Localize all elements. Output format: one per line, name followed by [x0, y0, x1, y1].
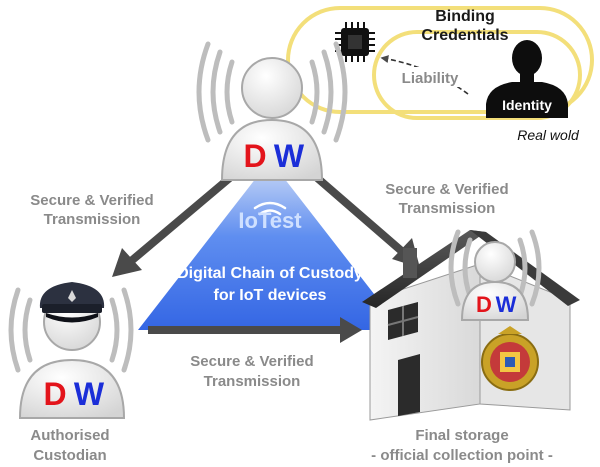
- storage-dw-letter-w: W: [496, 292, 517, 317]
- center-line2: for IoT devices: [214, 287, 327, 304]
- identity-silhouette-icon: [486, 40, 568, 118]
- center-line1: Digital Chain of Custody: [177, 265, 363, 282]
- binding-loop-inner: [372, 30, 582, 120]
- transmission-left-line2: Transmission: [44, 211, 141, 228]
- police-emblem-icon: [481, 326, 539, 391]
- custodian-signal-waves-icon: [8, 287, 134, 373]
- iotest-brand: IoTest: [238, 208, 302, 233]
- chip-icon: [335, 22, 375, 62]
- transmission-right-line1: Secure & Verified: [385, 181, 508, 198]
- storage-label-line1: Final storage: [415, 427, 508, 444]
- top-signal-waves-icon: [196, 41, 348, 143]
- house-window-icon: [387, 302, 419, 340]
- top-dw-letter-d: D: [243, 138, 266, 174]
- transmission-bottom-line2: Transmission: [204, 373, 301, 390]
- liability-label: Liability: [402, 70, 459, 87]
- liability-label-bg: [393, 67, 467, 87]
- bottom-arrow: [148, 317, 362, 343]
- house-door-icon: [398, 354, 420, 416]
- custodian-dw-letter-d: D: [43, 376, 66, 412]
- storage-dw-letter-d: D: [476, 292, 492, 317]
- storage-label-line2: - official collection point -: [371, 447, 553, 464]
- storage-signal-waves-icon: [448, 229, 542, 307]
- custodian-label-line2: Custodian: [33, 447, 106, 464]
- left-arrow: [112, 172, 235, 277]
- top-dw-device: D W: [196, 41, 348, 181]
- real-world-label: Real wold: [517, 127, 580, 143]
- binding-credentials-group: Binding Credentials Liability Identity R…: [286, 6, 594, 143]
- binding-loop-outer: [286, 6, 594, 114]
- custodian-dw-letter-w: W: [74, 376, 105, 412]
- transmission-left-line1: Secure & Verified: [30, 192, 153, 209]
- wifi-icon: [253, 201, 287, 216]
- liability-arrow: [380, 55, 469, 95]
- custodian-label-line1: Authorised: [30, 427, 109, 444]
- binding-title-line2: Credentials: [421, 27, 508, 44]
- top-dw-letter-w: W: [274, 138, 305, 174]
- binding-title-line1: Binding: [435, 8, 495, 25]
- transmission-bottom-line1: Secure & Verified: [190, 353, 313, 370]
- identity-label: Identity: [502, 97, 552, 113]
- final-storage-house: D W: [362, 229, 580, 421]
- transmission-right-line2: Transmission: [399, 200, 496, 217]
- police-cap-icon: [39, 282, 105, 323]
- chain-of-custody-triangle: [138, 160, 402, 330]
- custodian-dw-device: D W: [8, 282, 134, 419]
